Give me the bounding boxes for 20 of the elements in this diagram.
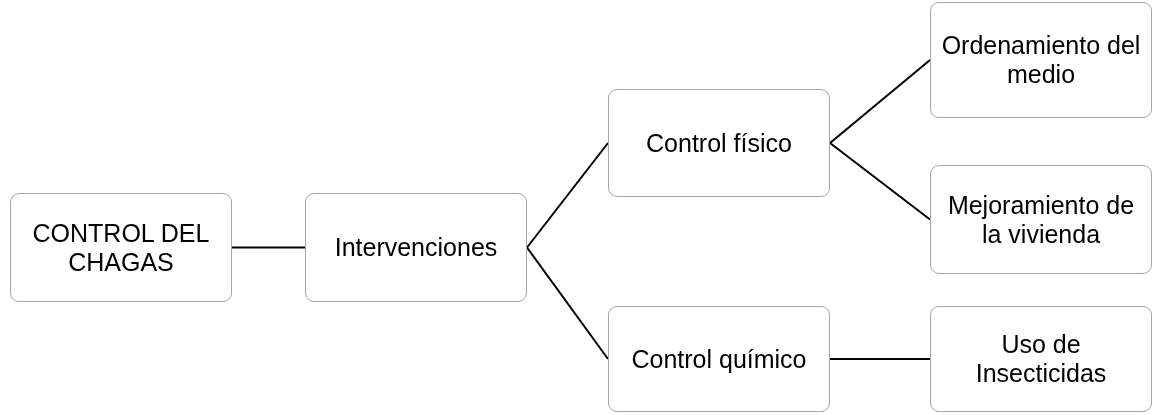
process-box (930, 306, 1152, 412)
box-label: Control químico (631, 344, 807, 374)
process-box (608, 89, 830, 197)
connector-line (231, 246, 306, 249)
process-box (608, 306, 830, 412)
connector-line (526, 142, 609, 249)
box-label: Uso de Insecticidas (974, 330, 1108, 388)
connector-line (829, 59, 931, 144)
box-label: Intervenciones (334, 233, 498, 262)
box-label: Mejoramiento de la vivienda (946, 190, 1136, 249)
process-box (305, 193, 527, 302)
connector-line (829, 142, 931, 221)
connector-line (526, 246, 609, 360)
box-label: Ordenamiento del medio (940, 31, 1142, 89)
process-box (930, 2, 1152, 118)
box-label: CONTROL DEL CHAGAS (31, 218, 211, 277)
process-box (930, 165, 1152, 274)
box-label: Control físico (646, 128, 792, 158)
process-box (10, 193, 232, 302)
connector-line (829, 358, 931, 360)
